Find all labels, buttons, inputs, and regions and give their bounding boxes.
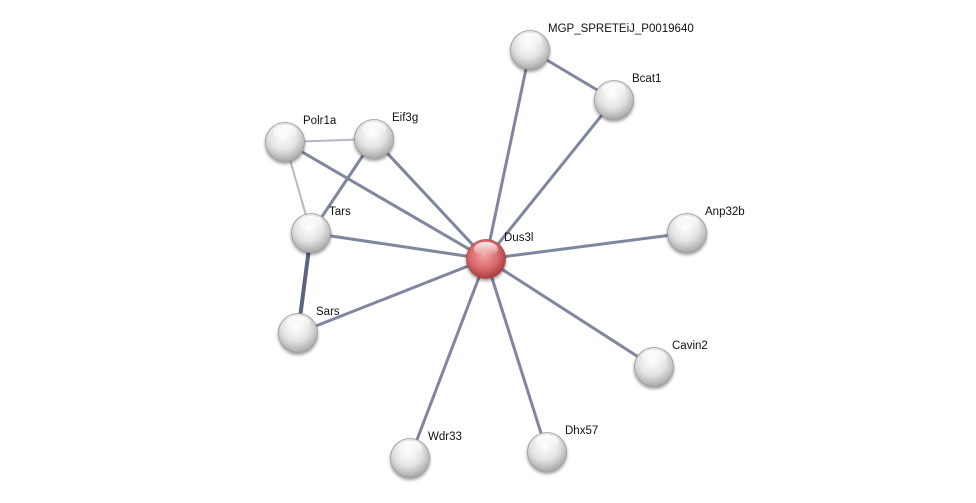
node-polr1a[interactable]: Polr1a xyxy=(265,115,337,162)
edge-dus3l-wdr33[interactable] xyxy=(408,258,488,459)
edge-dus3l-sars[interactable] xyxy=(297,257,487,335)
node-label: Dhx57 xyxy=(565,425,598,437)
node-label: Tars xyxy=(329,206,351,218)
node-label: Cavin2 xyxy=(672,340,708,352)
edge-dus3l-cavin2[interactable] xyxy=(485,257,655,369)
node-highlight xyxy=(535,435,559,449)
edge-dus3l-tars[interactable] xyxy=(310,231,487,261)
edge-dus3l-dhx57[interactable] xyxy=(484,258,549,453)
node-highlight xyxy=(398,441,422,455)
edge-dus3l-polr1a[interactable] xyxy=(284,140,487,261)
node-highlight xyxy=(642,350,666,364)
node-label: Wdr33 xyxy=(428,431,462,443)
node-tars[interactable]: Tars xyxy=(291,206,351,253)
node-wdr33[interactable]: Wdr33 xyxy=(390,431,462,478)
edge-dus3l-eif3g[interactable] xyxy=(372,137,488,261)
node-label: Anp32b xyxy=(705,206,745,218)
edge-dus3l-anp32b[interactable] xyxy=(485,231,688,261)
node-label: Polr1a xyxy=(303,115,337,127)
node-label: Dus3l xyxy=(504,232,533,244)
node-cavin2[interactable]: Cavin2 xyxy=(634,340,708,387)
node-highlight xyxy=(273,125,297,139)
node-label: Eif3g xyxy=(392,112,418,124)
node-highlight xyxy=(474,242,498,256)
node-highlight xyxy=(675,216,699,230)
edge-dus3l-mgp_spreteij_p0019640[interactable] xyxy=(484,49,532,260)
node-highlight xyxy=(518,33,542,47)
node-mgp_spreteij_p0019640[interactable]: MGP_SPRETEiJ_P0019640 xyxy=(510,23,694,70)
node-highlight xyxy=(362,122,386,136)
node-label: Bcat1 xyxy=(632,73,661,85)
node-highlight xyxy=(299,216,323,230)
node-label: MGP_SPRETEiJ_P0019640 xyxy=(548,23,694,35)
node-dus3l[interactable]: Dus3l xyxy=(466,232,534,279)
edge-dus3l-bcat1[interactable] xyxy=(484,99,616,260)
node-sars[interactable]: Sars xyxy=(278,306,340,353)
node-anp32b[interactable]: Anp32b xyxy=(667,206,745,253)
node-eif3g[interactable]: Eif3g xyxy=(354,112,419,159)
node-label: Sars xyxy=(316,306,340,318)
node-dhx57[interactable]: Dhx57 xyxy=(527,425,599,472)
node-highlight xyxy=(602,83,626,97)
node-bcat1[interactable]: Bcat1 xyxy=(594,73,662,120)
node-highlight xyxy=(286,316,310,330)
